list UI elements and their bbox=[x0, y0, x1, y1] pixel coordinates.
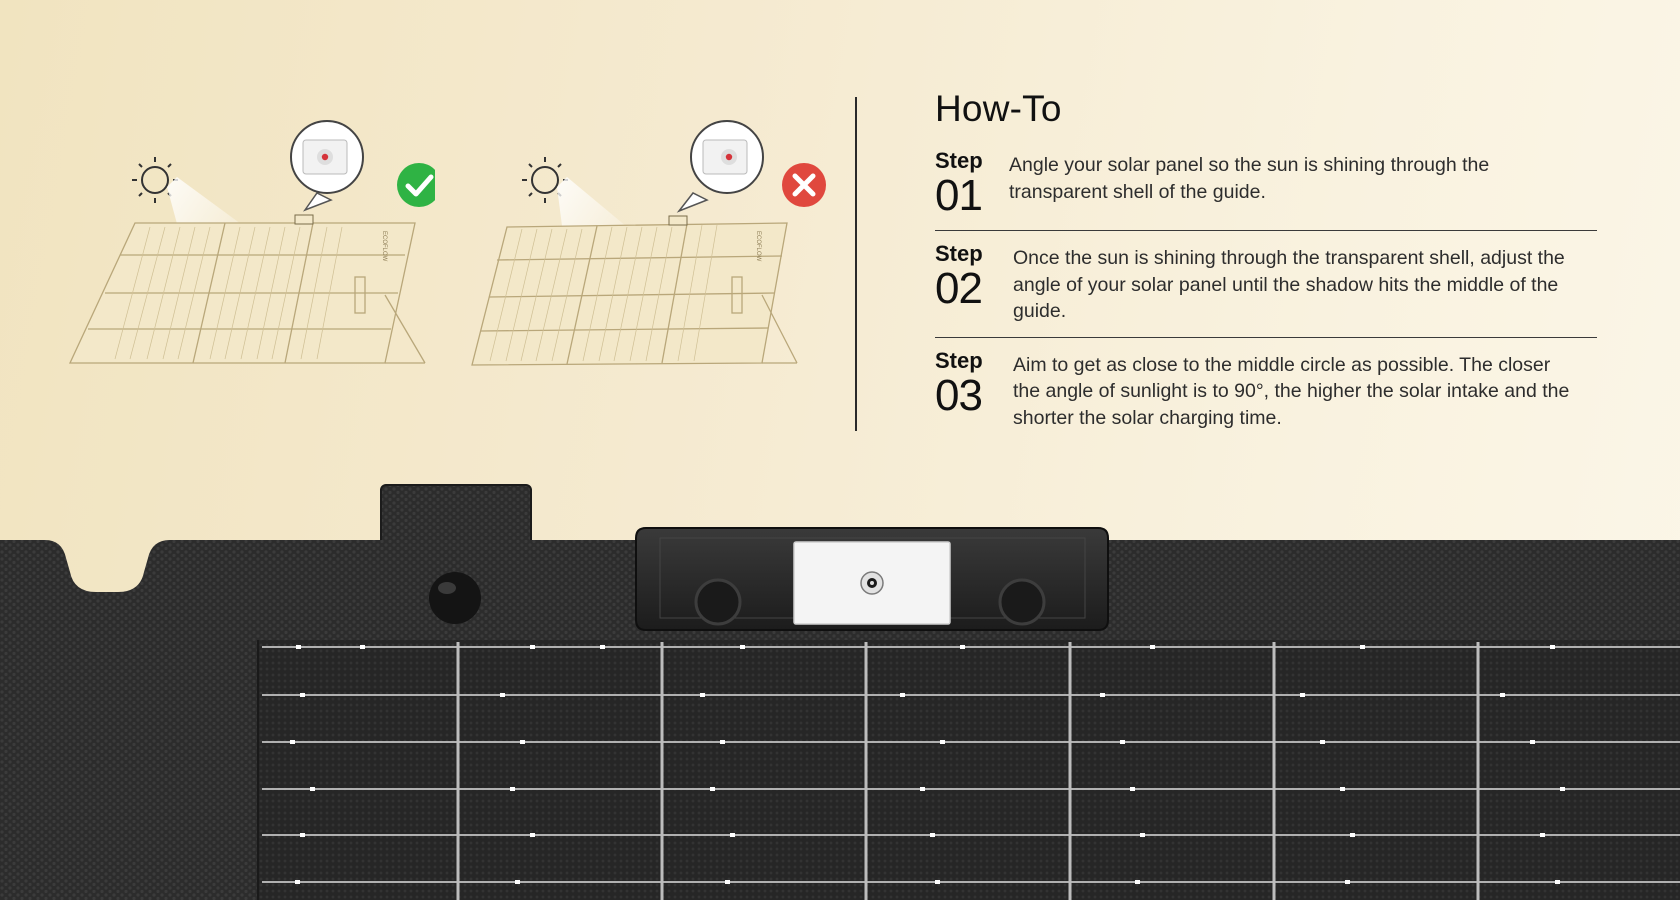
howto-section: How-To Step 01 Angle your solar panel so… bbox=[935, 88, 1597, 431]
vertical-divider bbox=[855, 97, 857, 431]
solar-panel-closeup bbox=[0, 480, 1680, 900]
step-badge: Step 01 bbox=[935, 150, 1009, 218]
step-word: Step bbox=[935, 148, 983, 173]
panel-brand-label: ECOFLOW bbox=[381, 231, 387, 262]
step-description: Once the sun is shining through the tran… bbox=[1013, 247, 1565, 322]
step-badge: Step 02 bbox=[935, 243, 1013, 311]
step-1: Step 01 Angle your solar panel so the su… bbox=[935, 150, 1597, 218]
panel-brand-label: ECOFLOW bbox=[755, 231, 761, 262]
check-circle-icon bbox=[397, 163, 435, 207]
step-number: 02 bbox=[935, 264, 983, 313]
solar-panel-correct-drawing: ECOFLOW bbox=[68, 120, 435, 364]
step-badge: Step 03 bbox=[935, 347, 1013, 420]
step-2: Step 02 Once the sun is shining through … bbox=[935, 243, 1597, 325]
illustration-correct-angle: ECOFLOW bbox=[55, 115, 435, 405]
step-word: Step bbox=[935, 347, 983, 373]
strap-loop bbox=[380, 484, 532, 546]
cell-dividers bbox=[456, 642, 1480, 900]
mount-screw-right bbox=[998, 578, 1046, 626]
step-3: Step 03 Aim to get as close to the middl… bbox=[935, 347, 1597, 432]
solar-panel-icon bbox=[68, 222, 426, 364]
sun-guide-mount bbox=[635, 527, 1109, 631]
step-separator bbox=[935, 336, 1597, 338]
step-separator bbox=[935, 230, 1597, 231]
cell-contacts bbox=[290, 645, 1565, 884]
panel-knob bbox=[429, 572, 481, 624]
step-number: 03 bbox=[935, 370, 983, 420]
x-circle-icon bbox=[782, 163, 826, 207]
step-word: Step bbox=[935, 241, 983, 266]
solar-panel-wrong-drawing: ECOFLOW bbox=[471, 120, 826, 366]
guide-magnifier bbox=[290, 120, 364, 212]
step-number: 01 bbox=[935, 171, 983, 220]
solar-cell-area bbox=[258, 640, 1680, 900]
howto-title: How-To bbox=[935, 88, 1062, 129]
illustration-wrong-angle: ECOFLOW bbox=[457, 115, 837, 405]
step-description: Aim to get as close to the middle circle… bbox=[1013, 353, 1570, 429]
guide-magnifier bbox=[676, 120, 764, 213]
solar-panel-icon bbox=[471, 222, 798, 366]
cell-bus-lines bbox=[262, 646, 1680, 883]
mount-screw-left bbox=[694, 578, 742, 626]
step-description: Angle your solar panel so the sun is shi… bbox=[1009, 154, 1490, 203]
solar-panel-closeup-drawing bbox=[0, 484, 1680, 900]
